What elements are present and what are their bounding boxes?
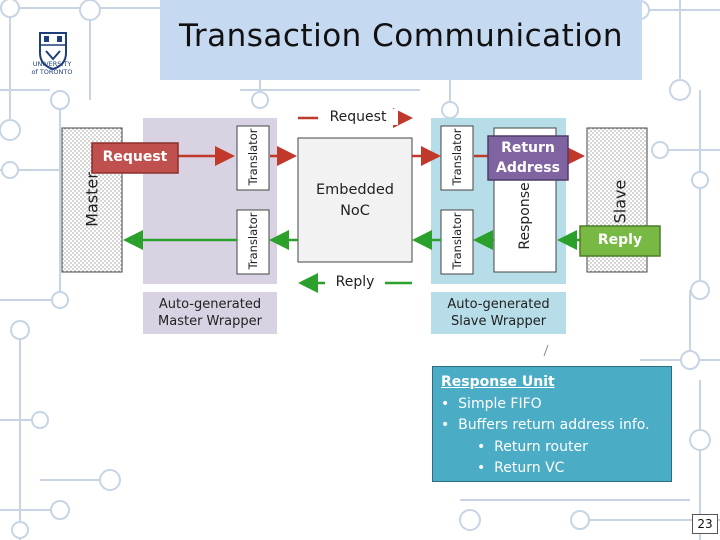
embedded-noc-label: Embedded NoC [298,180,412,222]
page-number: 23 [692,514,718,534]
response-unit-item-text: Simple FIFO [458,395,542,412]
request-callout-text: Request [102,149,168,165]
return-address-line-2: Address [496,160,560,176]
slave-wrapper-line-1: Auto-generated [447,297,550,312]
noc-line-2: NoC [340,203,370,219]
request-arrow-label: Request [318,109,398,125]
university-crest-icon [39,32,67,71]
response-unit-item: • Buffers return address info. [441,417,650,433]
slave-request-translator [440,125,474,191]
slave-wrapper-line-2: Slave Wrapper [450,314,547,329]
logo-line-1: UNIVERSITY [32,60,72,68]
slide-title: Transaction Communication [178,18,624,54]
return-address-line-1: Return [501,140,555,156]
return-address-callout-box [487,135,569,181]
noc-line-1: Embedded [316,182,394,198]
master-request-translator [236,125,270,191]
reply-arrow-label: Reply [325,274,385,290]
embedded-noc-block [297,137,413,263]
university-wordmark: UNIVERSITY of TORONTO [22,60,82,76]
request-callout-box [91,142,179,174]
response-unit-item-text: Buffers return address info. [458,417,650,433]
slave-label: Slave [610,179,630,224]
master-reply-translator-label: Translator [246,212,260,270]
response-unit-subitem: • Return VC [477,460,565,476]
response-unit-label: Response [517,182,533,250]
reply-callout-text: Reply [597,232,643,248]
master-request-translator-label: Translator [246,128,260,186]
slave-wrapper-label: Auto-generated Slave Wrapper [431,296,566,330]
title-background [160,0,642,80]
callout-connector [543,344,549,357]
response-unit-info-box: Response Unit • Simple FIFO • Buffers re… [432,366,672,482]
response-unit-subitem: • Return router [477,438,588,455]
response-unit-heading: Response Unit [441,374,555,390]
master-reply-translator [236,209,270,275]
slave-request-translator-label: Translator [450,128,464,186]
master-wrapper-label-box [143,292,277,334]
return-address-callout-text: Return Address [488,138,568,178]
slave-reply-translator [440,209,474,275]
logo-line-2: of TORONTO [31,68,73,76]
response-unit-subitem-text: Return VC [494,460,565,476]
reply-callout-box [579,225,661,257]
slave-wrapper-label-box [431,292,566,334]
response-unit-item: • Simple FIFO [441,395,542,412]
response-unit-subitem-text: Return router [494,438,588,455]
master-wrapper-label: Auto-generated Master Wrapper [143,296,277,330]
slave-reply-translator-label: Translator [450,212,464,270]
master-wrapper-line-1: Auto-generated [158,297,262,312]
master-wrapper-line-2: Master Wrapper [158,314,262,329]
